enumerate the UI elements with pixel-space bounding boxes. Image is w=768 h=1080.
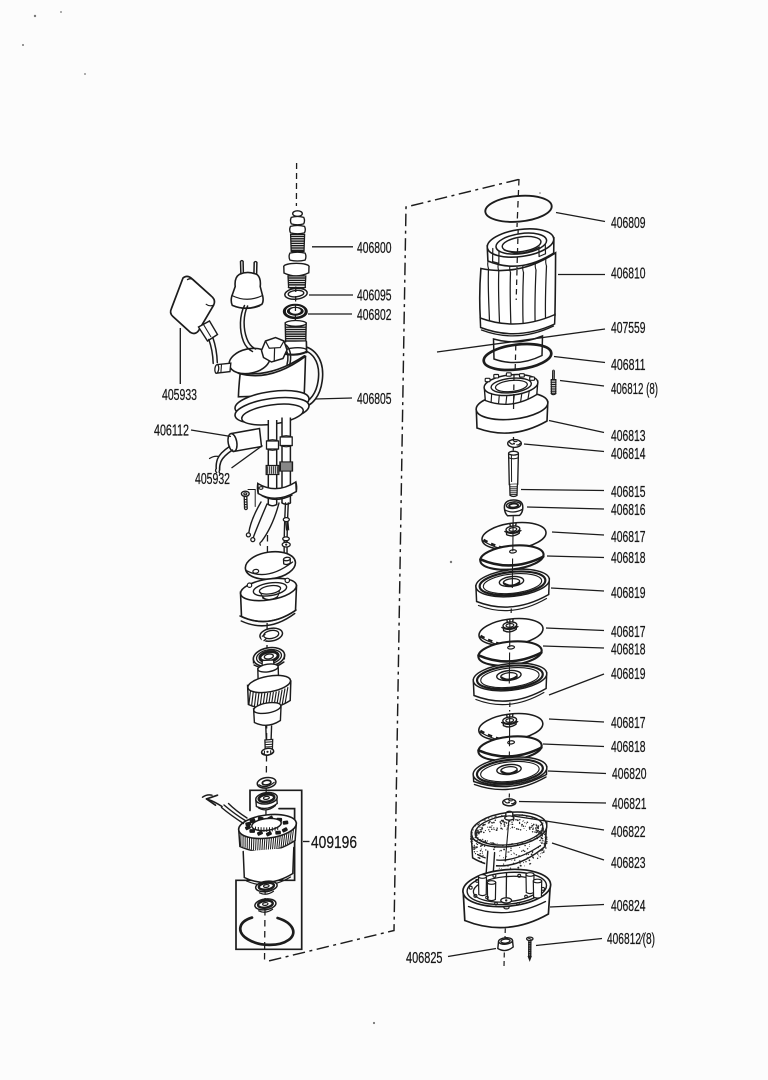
svg-text:406825: 406825 — [406, 950, 443, 967]
svg-text:406809: 406809 — [611, 215, 646, 232]
svg-text:406812⁄(8): 406812⁄(8) — [607, 931, 655, 948]
svg-text:405932: 405932 — [195, 471, 230, 488]
svg-text:406822: 406822 — [611, 824, 646, 841]
svg-text:406817: 406817 — [611, 624, 646, 641]
svg-text:406820: 406820 — [612, 766, 647, 783]
svg-text:406811: 406811 — [611, 357, 646, 374]
svg-text:406816: 406816 — [611, 502, 646, 519]
svg-text:406814: 406814 — [611, 446, 646, 463]
svg-text:406818: 406818 — [611, 642, 646, 659]
svg-text:405933: 405933 — [162, 387, 197, 404]
svg-text:406818: 406818 — [611, 739, 646, 756]
svg-text:406810: 406810 — [611, 266, 646, 283]
svg-text:406823: 406823 — [611, 855, 646, 872]
svg-text:409196: 409196 — [311, 832, 357, 852]
svg-text:407559: 407559 — [611, 320, 646, 337]
svg-text:406821: 406821 — [612, 796, 647, 813]
svg-text:406095: 406095 — [357, 288, 392, 305]
svg-text:406112: 406112 — [154, 422, 189, 439]
svg-text:406818: 406818 — [611, 550, 646, 567]
svg-text:406819: 406819 — [611, 585, 646, 602]
svg-text:406805: 406805 — [357, 391, 392, 408]
svg-text:406800: 406800 — [357, 240, 392, 257]
svg-text:406813: 406813 — [611, 428, 646, 445]
svg-text:406817: 406817 — [611, 715, 646, 732]
svg-text:406815: 406815 — [611, 484, 646, 501]
svg-text:406824: 406824 — [611, 898, 646, 915]
svg-text:406812 (8): 406812 (8) — [611, 381, 658, 398]
svg-text:406817: 406817 — [611, 529, 646, 546]
svg-text:406802: 406802 — [357, 307, 392, 324]
svg-text:406819: 406819 — [611, 666, 646, 683]
